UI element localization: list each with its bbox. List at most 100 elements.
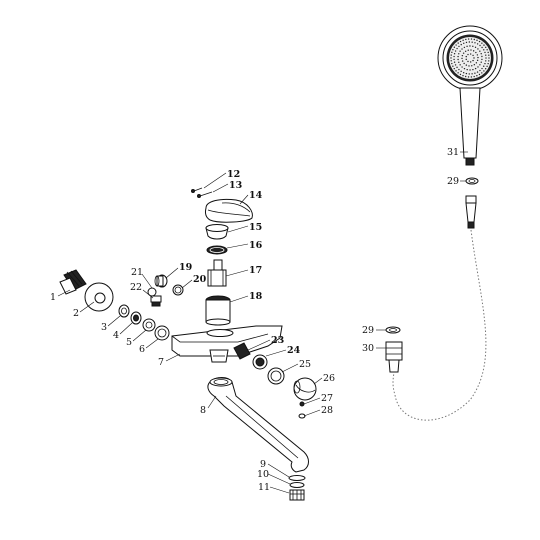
label-29-top: 29 [447,176,459,187]
nozzle-dot [458,45,460,48]
nozzle-dot [465,55,467,58]
nozzle-dot [473,64,476,66]
label-9: 9 [260,459,266,470]
nozzle-dot [483,65,485,67]
spout-8 [207,377,309,473]
nozzle-dot [468,41,471,43]
label-3: 3 [101,322,107,333]
nozzle-dot [463,46,466,49]
nozzle-dot [451,51,453,54]
diverter-knob-19 [154,274,168,288]
washer-10 [289,482,305,488]
nozzle-dot [462,72,465,74]
nozzle-dot [467,76,470,78]
nozzle-dot [459,40,462,43]
nozzle-dot [453,46,456,48]
nozzle-dot [472,45,474,48]
label-10: 10 [257,469,269,480]
nozzle-dot [457,55,459,58]
nozzle-dot [478,73,481,76]
nozzle-dot [461,57,463,60]
nozzle-dot [458,61,460,63]
nozzle-dot [457,58,459,61]
nozzle-dot [483,49,485,51]
label-13: 13 [229,180,242,191]
screw-27 [299,401,305,407]
cap-15 [205,224,229,240]
nozzle-dot [458,53,460,55]
nozzle-dot [474,67,477,70]
label-8: 8 [200,405,206,416]
nozzle-dot [476,71,479,73]
aerator-11 [289,489,305,501]
nozzle-dot [450,54,452,56]
filter-4 [130,311,142,325]
sleeve-18 [205,295,231,326]
ring-16 [206,245,228,255]
label-17: 17 [249,265,262,276]
nozzle-dot [467,38,470,40]
hose-shower-end [465,195,477,229]
nozzle-dot [465,58,467,61]
nozzle-dot [481,42,483,44]
label-27: 27 [321,393,333,404]
nozzle-dot [465,72,468,75]
nozzle-dot [453,53,456,55]
nozzle-dot [469,69,471,71]
nozzle-dot [476,54,479,56]
nozzle-dot [477,48,479,50]
label-11: 11 [258,482,270,493]
nozzle-dot [465,41,468,44]
nozzle-dot [481,46,483,49]
o-ring-20 [172,284,184,296]
nozzle-dot [470,38,473,40]
nozzle-dot [467,49,469,51]
label-15: 15 [249,222,262,233]
nozzle-dot [463,42,465,44]
ring-9 [288,475,306,481]
nozzle-dot [475,62,478,64]
nozzle-dot [488,57,490,59]
nozzle-dot [473,75,475,78]
nozzle-dot [488,54,490,56]
nozzle-dot [459,73,462,76]
nozzle-dot [457,72,459,74]
nozzle-dot [467,60,469,63]
leader-lines [57,151,468,494]
nozzle-dot [485,46,487,49]
nozzle-dot [469,61,472,63]
nozzle-dot [456,66,458,69]
nozzle-dot [463,67,466,70]
nozzle-dot [488,60,490,62]
nozzle-dot [481,72,483,74]
nozzle-dot [468,73,470,75]
nozzle-dot [456,47,458,50]
nozzle-dot [471,73,473,75]
label-24: 24 [287,345,301,356]
nozzle-dot [477,56,479,59]
nozzle-dot [453,55,455,58]
nozzle-dot [461,66,463,68]
label-25: 25 [299,359,311,370]
nozzle-dot [476,59,479,62]
nozzle-dot [471,65,473,67]
label-19: 19 [179,262,193,273]
nozzle-dot [474,46,477,49]
nozzle-dot [485,54,487,56]
nozzle-dot [486,49,488,51]
label-1: 1 [50,292,56,303]
nozzle-dot [479,69,481,72]
ring-24 [252,354,268,370]
nozzle-dot [472,68,474,71]
lever-handle-14 [205,198,253,223]
nozzle-dot [466,68,468,71]
nozzle-dot [476,43,479,45]
nozzle-dot [485,60,487,62]
label-22: 22 [130,282,142,293]
label-5: 5 [126,337,132,348]
nozzle-dot [470,76,473,78]
ring-25 [267,367,285,385]
nozzle-dot [465,38,467,41]
nozzle-dot [461,54,464,57]
nozzle-dot [450,60,452,62]
